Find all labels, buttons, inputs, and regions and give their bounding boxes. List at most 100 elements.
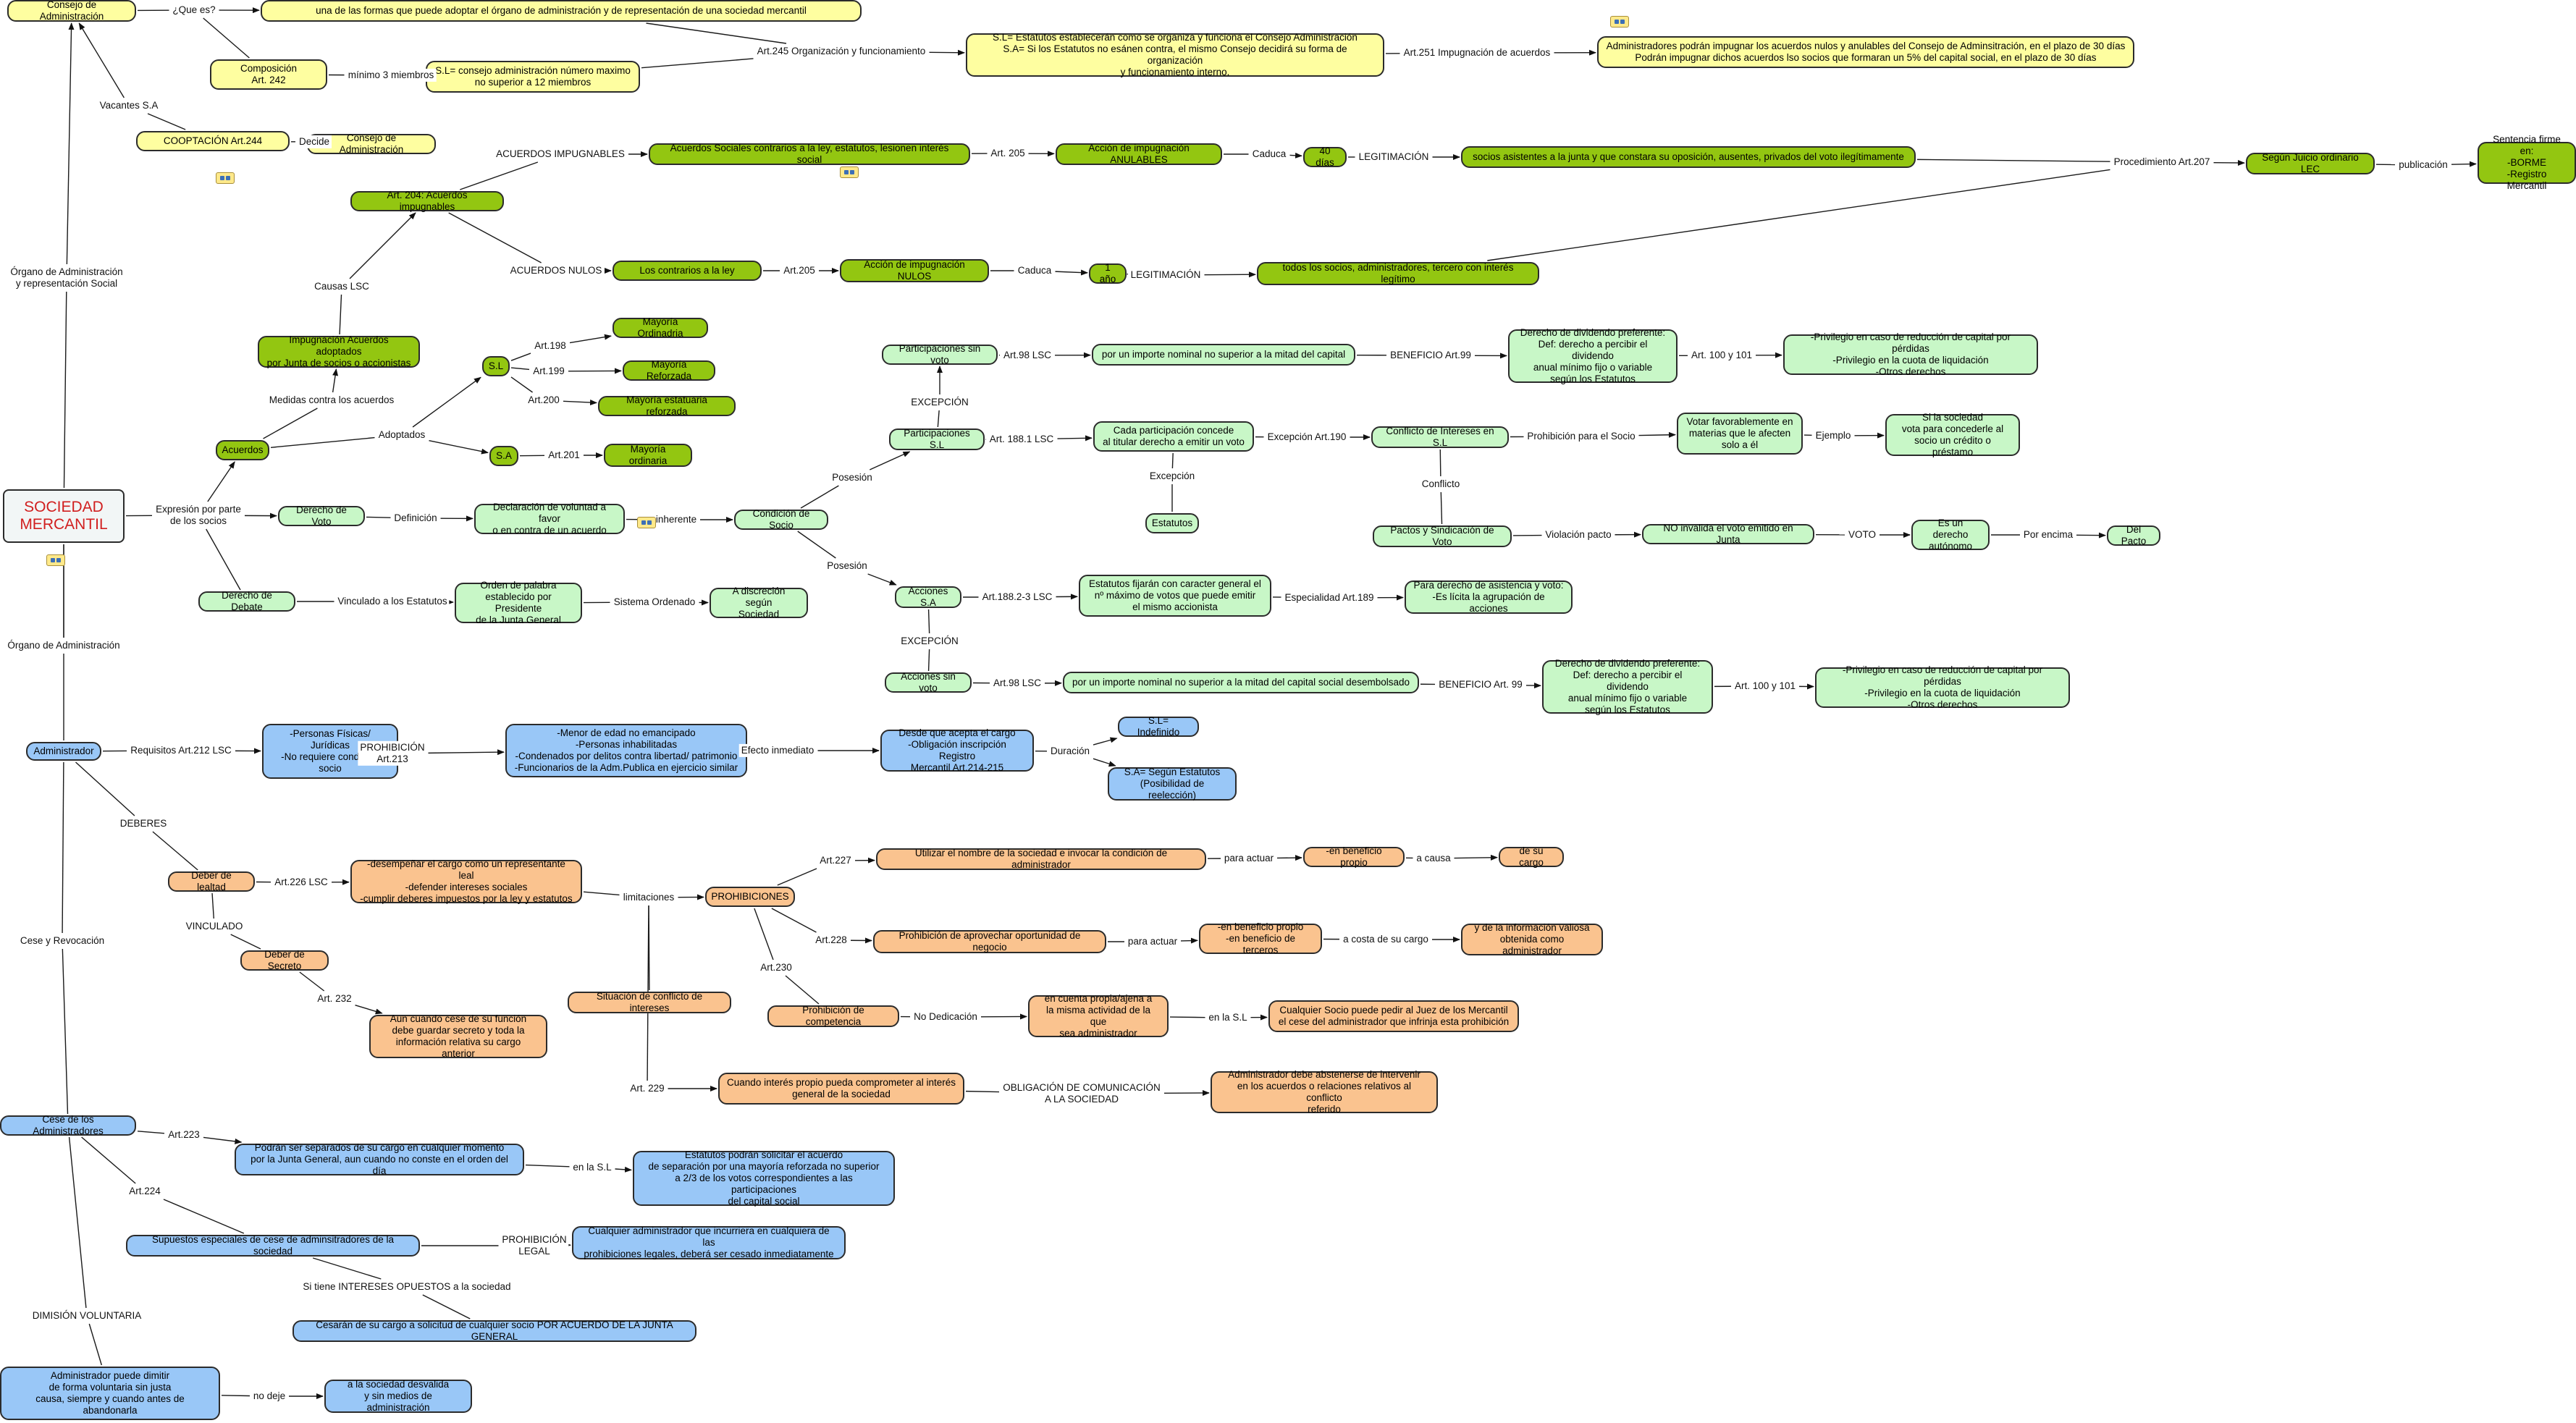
concept-node[interactable]: Cese de los Administradores <box>0 1114 136 1136</box>
concept-node[interactable]: Votar favorablemente en materias que le … <box>1677 413 1803 455</box>
concept-node[interactable]: S.A= Según Estatutos (Posibilidad de ree… <box>1108 767 1237 801</box>
concept-node[interactable]: Pactos y Sindicación de Voto <box>1373 525 1512 547</box>
concept-node[interactable]: Del Pacto <box>2107 524 2160 546</box>
concept-node[interactable]: Administrador puede dimitir de forma vol… <box>0 1367 220 1420</box>
concept-node[interactable]: Art. 204: Acuerdos impugnables <box>350 190 504 212</box>
link-label: DIMISIÓN VOLUNTARIA <box>30 1309 144 1323</box>
concept-node[interactable]: NO invalida el voto emitido en Junta <box>1642 523 1814 545</box>
concept-node[interactable]: una de las formas que puede adoptar el ó… <box>261 0 862 22</box>
attachment-icon[interactable] <box>637 517 656 528</box>
attachment-icon[interactable] <box>1610 16 1629 28</box>
concept-node[interactable]: Administrador debe abstenerse de interve… <box>1211 1069 1438 1115</box>
concept-node[interactable]: Condición de Socio <box>734 508 828 531</box>
concept-node[interactable]: -desempeñar el cargo como un representan… <box>350 858 582 904</box>
concept-node[interactable]: S.L <box>482 356 510 376</box>
concept-node[interactable]: Derecho de dividendo preferente: Def: de… <box>1508 327 1678 384</box>
concept-node[interactable]: Estatutos podrán solicitar el acuerdo de… <box>633 1149 895 1207</box>
concept-node[interactable]: -Privilegio en caso de reducción de capi… <box>1815 664 2070 710</box>
concept-node[interactable]: S.L= Indefinido <box>1118 715 1199 738</box>
concept-node[interactable]: Cualquier Socio puede pedir al Juez de l… <box>1268 1000 1519 1032</box>
concept-node[interactable]: Prohibición de competencia <box>767 1005 899 1027</box>
concept-node[interactable]: Mayoría Reforzada <box>623 359 715 381</box>
concept-node[interactable]: COOPTACIÓN Art.244 <box>136 131 290 151</box>
connector-line <box>263 408 318 439</box>
link-label: Art.245 Organización y funcionamiento <box>754 44 928 59</box>
concept-node[interactable]: Deber de Secreto <box>240 949 329 971</box>
concept-node[interactable]: S.A <box>489 446 518 466</box>
concept-node[interactable]: Acciones S.A <box>895 586 961 608</box>
concept-node[interactable]: Mayoría Ordinadria <box>613 316 708 339</box>
concept-node[interactable]: Podrán ser separados de su cargo en cual… <box>235 1142 524 1176</box>
concept-node[interactable]: Cuando interés propio pueda comprometer … <box>718 1073 964 1105</box>
concept-node[interactable]: S.L= consejo administración número maxim… <box>426 61 640 93</box>
concept-node[interactable]: Derecho de dividendo preferente: Def: de… <box>1542 658 1713 715</box>
concept-node[interactable]: A discreción según Sociedad <box>710 586 808 620</box>
concept-node[interactable]: Derecho de Debate <box>198 590 295 612</box>
concept-node[interactable]: Cesarán de su cargo a solicitud de cualq… <box>292 1319 696 1342</box>
concept-node[interactable]: -en beneficio propio <box>1303 845 1405 868</box>
concept-node[interactable]: en cuenta propia/ajena a la misma activi… <box>1028 993 1169 1039</box>
concept-node[interactable]: Aun cuando cese de su función debe guard… <box>369 1013 547 1059</box>
concept-node[interactable]: -Privilegio en caso de reducción de capi… <box>1783 332 2038 377</box>
concept-node[interactable]: Declaración de voluntad a favor o en con… <box>474 502 625 536</box>
concept-node[interactable]: Si la sociedad vota para concederle al s… <box>1885 412 2020 457</box>
concept-node[interactable]: Composición Art. 242 <box>210 59 327 90</box>
attachment-icon[interactable] <box>840 166 859 178</box>
connector-line <box>152 831 198 871</box>
concept-node[interactable]: Administrador <box>26 742 101 761</box>
concept-node[interactable]: Acuerdos Sociales contrarios a la ley, e… <box>649 143 970 165</box>
concept-node[interactable]: Orden de palabra establecido por Preside… <box>455 580 582 625</box>
concept-node[interactable]: PROHIBICIONES <box>705 887 795 907</box>
concept-node[interactable]: Acuerdos <box>216 440 269 460</box>
concept-node[interactable]: Sentencia firme en: -BORME -Registro Mer… <box>2478 134 2576 191</box>
connector-line <box>62 948 69 1115</box>
connector-line <box>230 934 261 950</box>
concept-node[interactable]: y de la información valiosa obtenida com… <box>1461 922 1603 956</box>
concept-node[interactable]: Prohibición de aprovechar oportunidad de… <box>873 930 1106 953</box>
concept-node[interactable]: Participaciones S.L <box>889 428 985 450</box>
concept-node[interactable]: Es un derecho autónomo <box>1911 518 1990 552</box>
concept-node[interactable]: Para derecho de asistencia y voto: -Es l… <box>1405 580 1573 614</box>
concept-node[interactable]: Según Juicio ordinario LEC <box>2246 152 2375 174</box>
concept-node[interactable]: Desde que acepta el cargo -Obligación in… <box>880 727 1034 773</box>
attachment-icon[interactable] <box>46 554 65 566</box>
concept-node[interactable]: Mayoría ordinaria <box>604 444 692 467</box>
concept-node[interactable]: Participaciones sin voto <box>882 343 998 366</box>
concept-node[interactable]: Derecho de Voto <box>278 504 365 527</box>
concept-node[interactable]: Acción de impugnación ANULABLES <box>1056 143 1222 165</box>
concept-node[interactable]: socios asistentes a la junta y que const… <box>1461 146 1916 168</box>
concept-node[interactable]: Acciones sin voto <box>885 671 972 693</box>
concept-node[interactable]: Situación de conflicto de intereses <box>568 991 731 1013</box>
concept-node[interactable]: Conflicto de Intereses en S.L <box>1371 426 1509 448</box>
concept-node[interactable]: -Menor de edad no emancipado -Personas i… <box>505 724 747 777</box>
concept-node[interactable]: Mayoría estatuaria reforzada <box>598 394 736 417</box>
concept-node[interactable]: Cada participación concede al titular de… <box>1093 421 1254 452</box>
concept-node[interactable]: Acción de impugnación NULOS <box>840 259 989 282</box>
concept-node[interactable]: de su cargo <box>1499 845 1564 868</box>
concept-node[interactable]: Los contrarios a la ley <box>613 261 762 281</box>
concept-node[interactable]: a la sociedad desvalida y sin medios de … <box>324 1379 472 1413</box>
link-label: Art. 229 <box>628 1081 667 1096</box>
concept-node[interactable]: por un importe nominal no superior a la … <box>1092 344 1355 366</box>
concept-node[interactable]: Consejo de Administración <box>7 0 136 22</box>
attachment-icon[interactable] <box>216 172 235 184</box>
concept-node[interactable]: por un importe nominal no superior a la … <box>1063 672 1419 693</box>
concept-node[interactable]: Estatutos fijarán con caracter general e… <box>1079 575 1271 617</box>
concept-node[interactable]: 1 año <box>1089 262 1127 284</box>
concept-node[interactable]: Estatutos <box>1145 513 1199 533</box>
concept-node[interactable]: Utilizar el nombre de la sociedad e invo… <box>876 848 1206 870</box>
concept-node[interactable]: S.L= Estatutos establecerán como se orga… <box>966 32 1384 77</box>
concept-node[interactable]: Deber de lealtad <box>168 870 255 892</box>
concept-node[interactable]: -en beneficio propio -en beneficio de te… <box>1199 921 1322 955</box>
concept-node[interactable]: Cualquier administrador que incurriera e… <box>572 1225 846 1259</box>
connector-line <box>510 367 530 371</box>
link-label: Prohibición para el Socio <box>1525 429 1638 444</box>
concept-node[interactable]: 40 días <box>1303 145 1347 168</box>
concept-node[interactable]: Consejo de Administración <box>307 132 436 155</box>
concept-node[interactable]: todos los socios, administradores, terce… <box>1257 262 1539 285</box>
concept-node[interactable]: Impugnación Acuerdos adoptados por Junta… <box>258 334 420 368</box>
connector-line <box>332 368 339 393</box>
concept-node[interactable]: Supuestos especiales de cese de adminsit… <box>126 1234 420 1257</box>
concept-node[interactable]: Administradores podrán impugnar los acue… <box>1597 36 2134 68</box>
central-topic[interactable]: SOCIEDAD MERCANTIL <box>3 489 125 543</box>
